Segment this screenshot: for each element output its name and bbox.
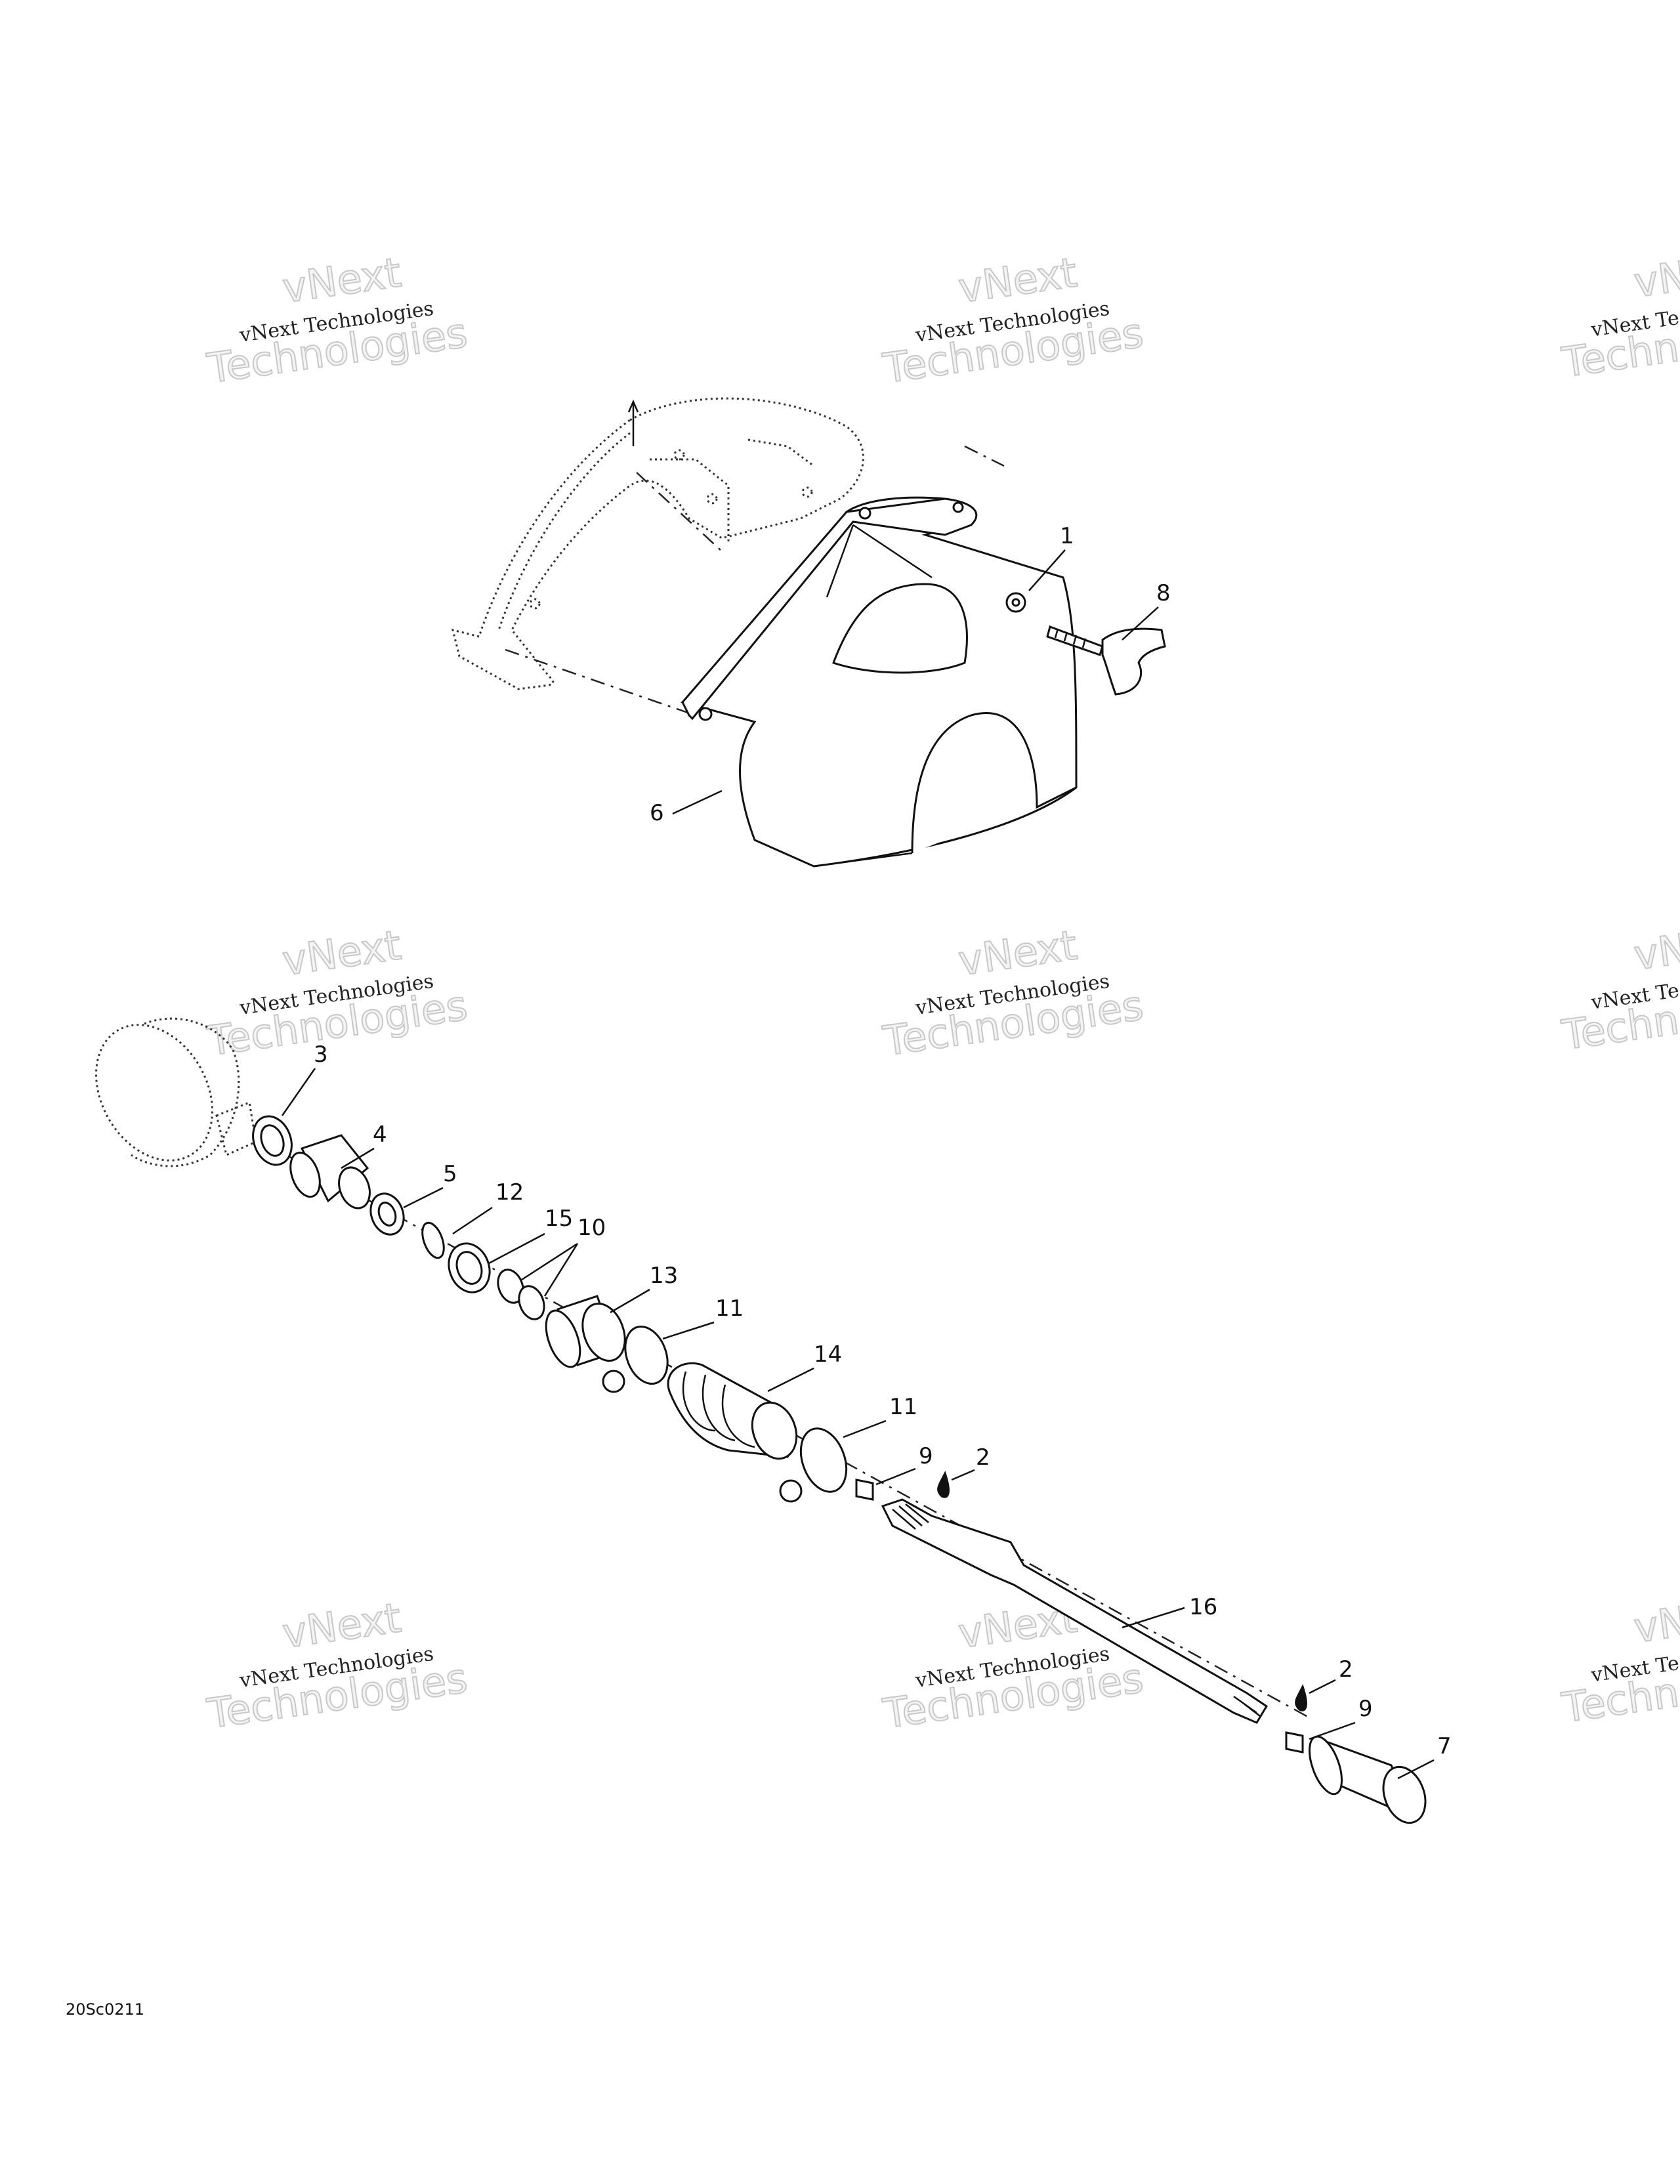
callout-6: 6 xyxy=(650,789,723,826)
callout-14: 14 xyxy=(767,1341,842,1393)
callout-3: 3 xyxy=(281,1041,328,1116)
callout-11-lower: 11 xyxy=(843,1394,917,1438)
wing-screw-part-8 xyxy=(1046,625,1166,696)
callout-1: 1 xyxy=(1028,523,1074,591)
svg-text:vNext: vNext xyxy=(956,921,1080,984)
svg-text:4: 4 xyxy=(373,1122,387,1148)
circlip-part-12 xyxy=(421,1221,445,1259)
svg-text:vNe: vNe xyxy=(1631,1593,1680,1652)
callout-2-lower: 2 xyxy=(1309,1656,1353,1694)
svg-text:vNe: vNe xyxy=(1631,248,1680,306)
hull-bracket-dotted xyxy=(451,397,864,690)
watermark: vNext Technologies vNext Technologies xyxy=(879,920,1147,1066)
adapter-part-4 xyxy=(289,1134,371,1209)
watermark: vNe Techn vNext Te xyxy=(1558,247,1680,387)
callout-9-upper: 9 xyxy=(875,1443,933,1486)
bellows-part-7 xyxy=(1308,1735,1427,1824)
svg-text:11: 11 xyxy=(715,1295,744,1322)
grease-part-2 xyxy=(937,1471,950,1498)
watermark: vNext Technologies vNext Technologies xyxy=(203,247,471,393)
clamp-part-11 xyxy=(779,1427,848,1503)
svg-text:vNext: vNext xyxy=(956,248,1080,312)
callout-8: 8 xyxy=(1122,580,1171,640)
clamp-part-11 xyxy=(602,1325,669,1393)
svg-text:5: 5 xyxy=(443,1161,457,1187)
grease-part-2 xyxy=(1295,1684,1307,1712)
svg-text:12: 12 xyxy=(495,1179,524,1206)
svg-text:8: 8 xyxy=(1156,580,1171,606)
callout-16: 16 xyxy=(1122,1594,1217,1629)
svg-text:1: 1 xyxy=(1060,523,1074,549)
svg-text:9: 9 xyxy=(1358,1696,1373,1722)
ring-part-5 xyxy=(369,1192,405,1236)
svg-text:2: 2 xyxy=(976,1444,990,1471)
svg-text:13: 13 xyxy=(650,1263,678,1289)
watermark: vNext Technologies vNext Technologies xyxy=(879,247,1147,393)
seal-carrier-part-13 xyxy=(545,1295,626,1368)
watermark-group: vNext Technologies vNext Technologies vN… xyxy=(203,247,1680,1738)
plug-part-9 xyxy=(855,1479,874,1501)
svg-text:7: 7 xyxy=(1437,1733,1452,1759)
svg-text:2: 2 xyxy=(1339,1656,1353,1683)
bearing-part-15 xyxy=(448,1242,491,1293)
callout-10: 10 xyxy=(521,1215,606,1297)
svg-text:14: 14 xyxy=(814,1341,842,1368)
guard-part-6 xyxy=(505,445,1078,868)
svg-text:vNext: vNext xyxy=(280,248,404,312)
figure-code: 20Sc0211 xyxy=(66,2000,144,2019)
svg-text:6: 6 xyxy=(650,800,664,826)
drive-shaft-part-16 xyxy=(881,1498,1269,1724)
watermark: vNe Techn vNext Te xyxy=(1558,920,1680,1060)
svg-text:vNe: vNe xyxy=(1631,921,1680,979)
svg-text:16: 16 xyxy=(1189,1594,1217,1620)
coupler-part-3 xyxy=(252,1115,293,1166)
o-rings-part-10 xyxy=(497,1269,545,1320)
watermark: vNext Technologies vNext Technologies xyxy=(203,920,471,1066)
callout-15: 15 xyxy=(488,1206,573,1265)
svg-text:15: 15 xyxy=(545,1206,573,1232)
washer-part-1 xyxy=(1005,592,1026,613)
svg-text:9: 9 xyxy=(919,1443,933,1469)
callout-7: 7 xyxy=(1397,1733,1452,1780)
svg-text:vNext: vNext xyxy=(280,1593,404,1657)
watermark: vNe Techn vNext Te xyxy=(1558,1593,1680,1732)
callout-2-upper: 2 xyxy=(951,1444,990,1481)
boot-part-14 xyxy=(667,1362,798,1460)
callout-4: 4 xyxy=(341,1122,387,1169)
callout-12: 12 xyxy=(452,1179,524,1235)
plug-part-9 xyxy=(1285,1731,1304,1754)
watermark: vNext Technologies vNext Technologies xyxy=(879,1593,1147,1738)
callout-13: 13 xyxy=(610,1263,678,1314)
watermark: vNext Technologies vNext Technologies xyxy=(203,1593,471,1738)
callout-11-upper: 11 xyxy=(662,1295,744,1340)
callout-5: 5 xyxy=(403,1161,457,1209)
svg-text:3: 3 xyxy=(314,1041,328,1068)
svg-text:vNext: vNext xyxy=(280,921,404,984)
svg-text:10: 10 xyxy=(578,1215,606,1241)
svg-text:11: 11 xyxy=(889,1394,917,1420)
callout-9-lower: 9 xyxy=(1309,1696,1373,1740)
